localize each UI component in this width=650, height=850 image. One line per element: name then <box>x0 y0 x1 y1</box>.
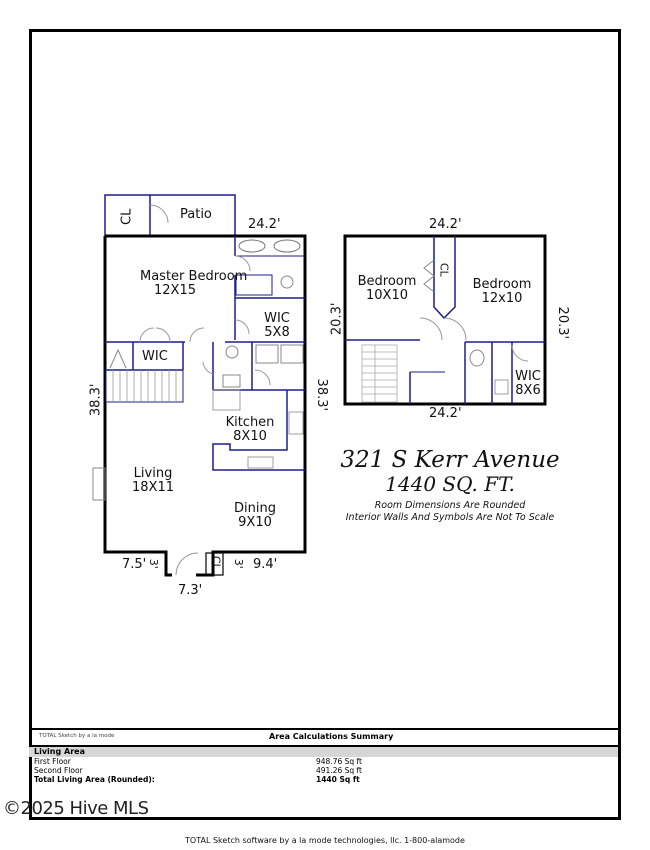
dim-bottom-entry: 7.3' <box>178 583 203 598</box>
dim-second-floor-left: 20.3' <box>329 302 345 336</box>
dim-second-floor-top: 24.2' <box>429 217 462 232</box>
second-floor-plan <box>343 234 547 406</box>
summary-row-total: Total Living Area (Rounded): 1440 Sq ft <box>29 775 618 784</box>
room-label-patio: Patio <box>180 207 212 222</box>
room-dims: 12x10 <box>481 290 523 306</box>
dim-second-floor-bottom: 24.2' <box>429 406 462 421</box>
summary-row-second-floor: Second Floor 491.26 Sq ft <box>29 766 618 775</box>
room-dining: Dining 9X10 <box>227 502 283 529</box>
dim-first-floor-left: 38.3' <box>88 383 104 417</box>
room-bedroom-1: Bedroom 10X10 <box>357 275 417 302</box>
dim-bottom-right-jog: 3' <box>231 558 245 569</box>
room-dims: 5X8 <box>264 324 290 340</box>
property-area: 1440 SQ. FT. <box>385 472 515 496</box>
row-value: 1440 Sq ft <box>316 775 360 784</box>
mls-watermark: ©2025 Hive MLS <box>3 798 149 819</box>
dim-first-floor-top: 24.2' <box>248 217 281 232</box>
summary-brand: TOTAL Sketch by a la mode <box>39 733 115 739</box>
room-name: Bedroom <box>357 274 417 289</box>
row-label: First Floor <box>34 757 71 766</box>
dim-first-floor-right: 38.3' <box>314 378 330 412</box>
room-wic-upper: WIC 8X6 <box>512 370 544 397</box>
summary-section-living-area: Living Area <box>29 745 618 757</box>
summary-heading: Area Calculations Summary <box>269 732 394 741</box>
room-name: Dining <box>234 501 276 516</box>
note-not-to-scale: Interior Walls And Symbols Are Not To Sc… <box>345 512 555 523</box>
page-border <box>29 29 621 820</box>
first-floor-plan <box>92 194 307 577</box>
room-dims: 8X6 <box>515 382 541 398</box>
room-name: WIC <box>515 369 541 384</box>
row-value: 491.26 Sq ft <box>316 766 362 775</box>
room-name: WIC <box>264 311 290 326</box>
room-name: Master Bedroom <box>140 269 248 284</box>
summary-row-first-floor: First Floor 948.76 Sq ft <box>29 757 618 766</box>
room-name: Bedroom <box>472 277 532 292</box>
row-label: Total Living Area (Rounded): <box>34 775 155 784</box>
room-living: Living 18X11 <box>123 467 183 494</box>
room-dims: 9X10 <box>238 514 272 530</box>
room-kitchen: Kitchen 8X10 <box>222 416 278 443</box>
summary-header: TOTAL Sketch by a la mode Area Calculati… <box>29 728 618 745</box>
note-rounded: Room Dimensions Are Rounded <box>374 500 526 511</box>
room-dims: 10X10 <box>366 287 408 303</box>
room-label-closet-upper: CL <box>437 262 451 277</box>
room-wic-stairs: WIC <box>142 349 168 364</box>
room-label-closet-entry: CL <box>209 555 223 570</box>
area-summary-table: TOTAL Sketch by a la mode Area Calculati… <box>29 728 618 784</box>
room-master-bedroom: Master Bedroom 12X15 <box>140 269 248 298</box>
dim-bottom-left-jog: 3' <box>146 558 160 569</box>
property-address: 321 S Kerr Avenue <box>340 447 560 473</box>
row-label: Second Floor <box>34 766 83 775</box>
room-dims: 8X10 <box>233 428 267 444</box>
room-name: Living <box>133 466 173 481</box>
room-bedroom-2: Bedroom 12x10 <box>472 278 532 305</box>
dim-second-floor-right: 20.3' <box>555 306 571 340</box>
room-master-wic: WIC 5X8 <box>257 312 297 339</box>
room-name: Kitchen <box>225 415 275 430</box>
row-value: 948.76 Sq ft <box>316 757 362 766</box>
dim-bottom-right: 9.4' <box>253 557 278 572</box>
room-dims: 18X11 <box>132 479 174 495</box>
room-label-closet-patio: CL <box>119 208 135 225</box>
dim-bottom-left: 7.5' <box>122 557 147 572</box>
room-dims: 12X15 <box>154 282 196 298</box>
software-footer: TOTAL Sketch software by a la mode techn… <box>185 836 465 845</box>
